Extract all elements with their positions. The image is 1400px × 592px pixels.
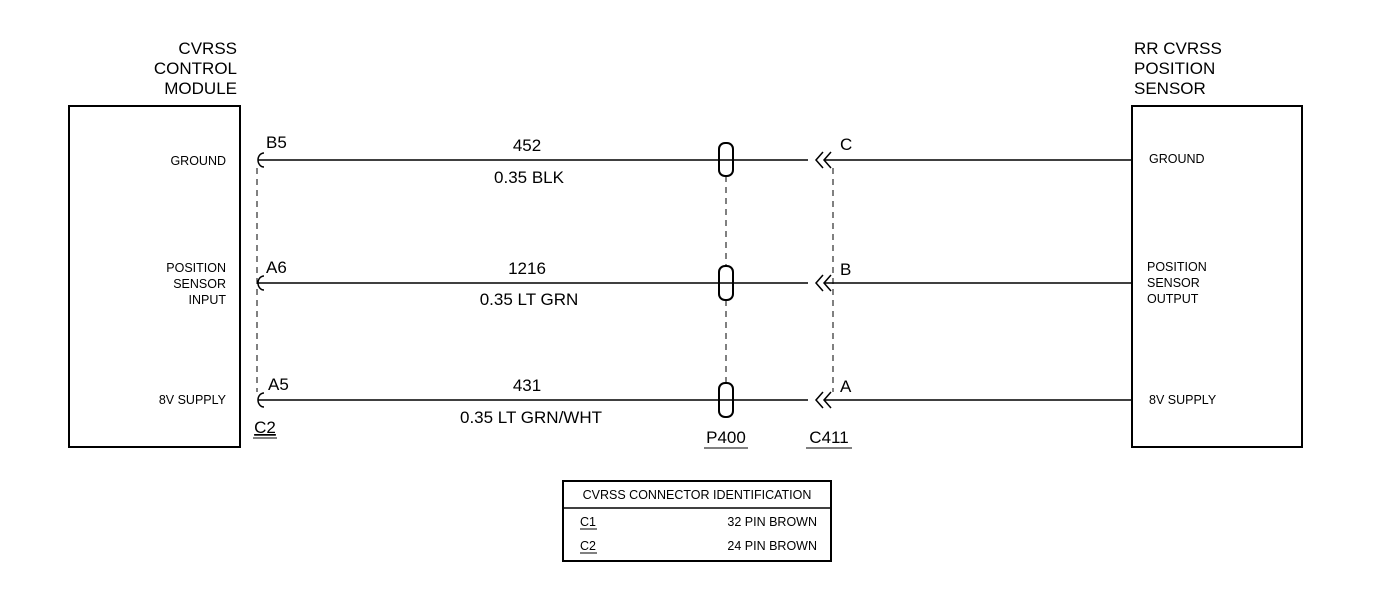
sensor-title-line-1: RR CVRSS [1134,39,1222,58]
control-module-box [68,105,241,448]
module-pin-label-ground: GROUND [170,154,226,168]
module-pin-label-position-2: SENSOR [173,277,226,291]
table-row-c2-name: C2 [580,539,596,553]
wire-spec-blk: 0.35 BLK [494,168,565,187]
module-pin-label-supply: 8V SUPPLY [159,393,227,407]
wire-ground [257,142,1132,177]
sensor-pin-label-supply: 8V SUPPLY [1149,393,1217,407]
module-title-line-3: MODULE [164,79,237,98]
connector-label-c2: C2 [254,418,276,437]
module-pin-id-a5: A5 [268,375,289,394]
module-pin-label-position-3: INPUT [189,293,227,307]
sensor-pin-label-position-2: SENSOR [1147,276,1200,290]
table-title: CVRSS CONNECTOR IDENTIFICATION [583,488,812,502]
sensor-pin-id-c: C [840,135,852,154]
sensor-pin-label-position-3: OUTPUT [1147,292,1199,306]
sensor-pin-id-a: A [840,377,852,396]
wire-position-sensor [257,265,1132,301]
table-border [562,480,832,562]
wire-8v-supply [257,382,1132,418]
module-title-line-2: CONTROL [154,59,237,78]
table-row-c1-name: C1 [580,515,596,529]
sensor-title-line-3: SENSOR [1134,79,1206,98]
table-row-c1-desc: 32 PIN BROWN [727,515,817,529]
connector-identification-table: CVRSS CONNECTOR IDENTIFICATION C1 32 PIN… [562,480,832,562]
wire-circuit-452: 452 [513,136,541,155]
sensor-pin-label-ground: GROUND [1149,152,1205,166]
wire-circuit-431: 431 [513,376,541,395]
sensor-pin-label-position-1: POSITION [1147,260,1207,274]
wire-spec-lt-grn-wht: 0.35 LT GRN/WHT [460,408,602,427]
module-pin-label-position-1: POSITION [166,261,226,275]
wire-spec-lt-grn: 0.35 LT GRN [480,290,579,309]
table-row-c2-desc: 24 PIN BROWN [727,539,817,553]
wire-circuit-1216: 1216 [508,259,546,278]
connector-label-c411: C411 [809,428,848,447]
position-sensor-box [1131,105,1303,448]
module-pin-id-a6: A6 [266,258,287,277]
sensor-pin-id-b: B [840,260,851,279]
module-title-line-1: CVRSS [178,39,237,58]
sensor-title-line-2: POSITION [1134,59,1215,78]
connector-label-p400: P400 [706,428,746,447]
module-pin-id-b5: B5 [266,133,287,152]
